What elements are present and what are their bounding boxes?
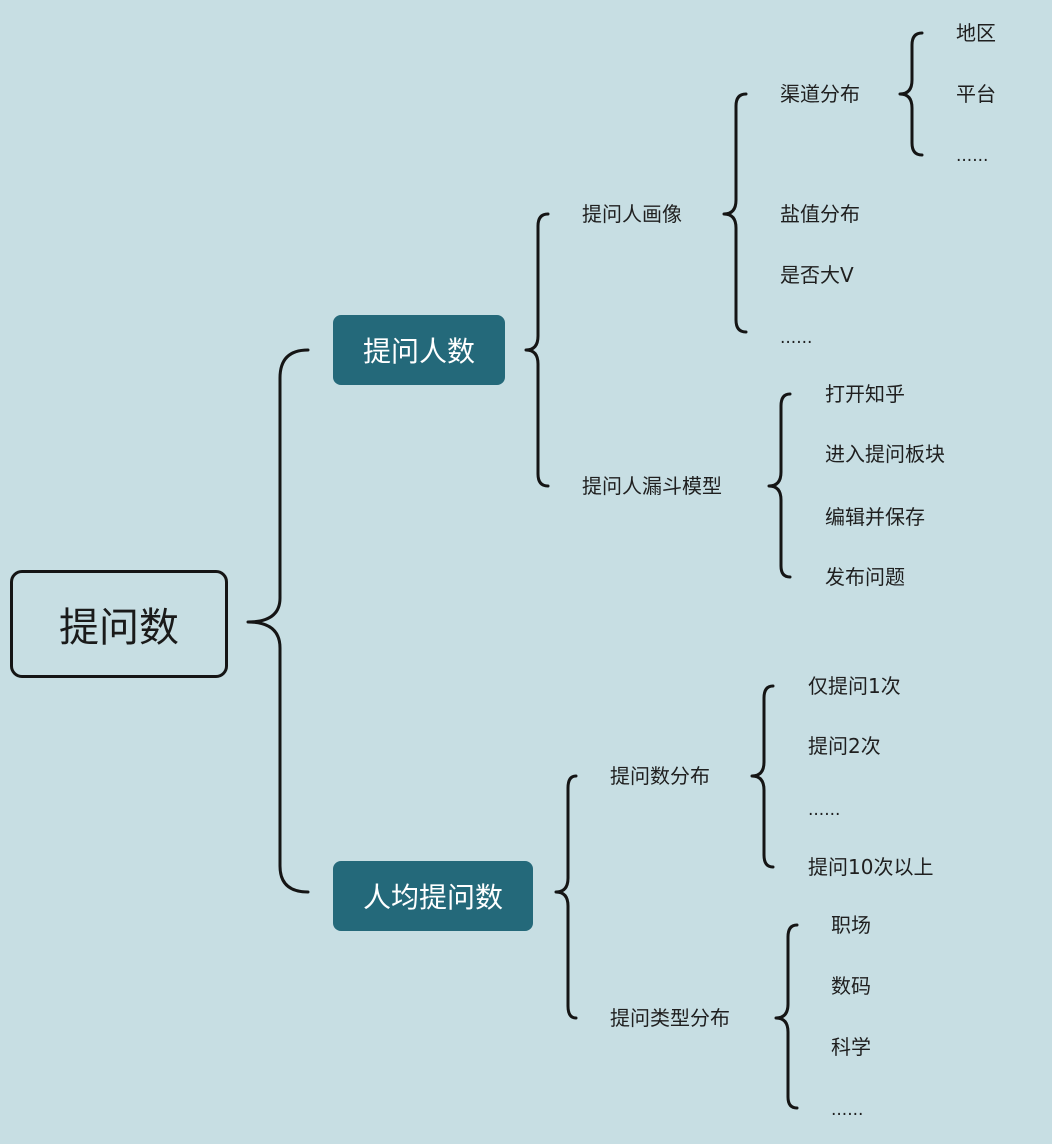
bracket-renjuntiwenshu bbox=[554, 774, 578, 1020]
node-yanzhifenbu: 盐值分布 bbox=[780, 202, 860, 226]
branch-node-renjuntiwenshu: 人均提问数 bbox=[333, 861, 533, 931]
bracket-tiwenrenshu bbox=[524, 212, 550, 488]
node-leixing-more: ...... bbox=[831, 1100, 864, 1120]
node-diqu: 地区 bbox=[956, 21, 996, 45]
node-tiwenleixingfenbu: 提问类型分布 bbox=[610, 1006, 730, 1030]
node-jintiwen1ci: 仅提问1次 bbox=[808, 674, 901, 698]
node-qudaofenbu: 渠道分布 bbox=[780, 82, 860, 106]
node-kexue: 科学 bbox=[831, 1035, 871, 1059]
node-tiwen-more: ...... bbox=[808, 800, 841, 820]
node-huaxiang-more: ...... bbox=[780, 328, 813, 348]
node-tiwenshufenbu: 提问数分布 bbox=[610, 764, 710, 788]
node-fabuwenti: 发布问题 bbox=[825, 565, 905, 589]
branch-node-tiwenrenshu: 提问人数 bbox=[333, 315, 505, 385]
root-bracket bbox=[246, 348, 310, 894]
bracket-tiwenrenhuaxiang bbox=[722, 92, 748, 334]
bracket-tiwenleixingfenbu bbox=[774, 923, 799, 1110]
node-qudao-more: ...... bbox=[956, 146, 989, 166]
node-shifoudav: 是否大V bbox=[780, 263, 854, 287]
bracket-tiwenshufenbu bbox=[750, 684, 775, 869]
node-tiwen10ciyishang: 提问10次以上 bbox=[808, 855, 934, 879]
node-pingtai: 平台 bbox=[956, 82, 996, 106]
node-zhichang: 职场 bbox=[831, 913, 871, 937]
bracket-loudoumoxing bbox=[767, 392, 792, 579]
node-dakaizhihu: 打开知乎 bbox=[825, 382, 905, 406]
node-jinrutiwenbankuai: 进入提问板块 bbox=[825, 442, 945, 466]
node-shuma: 数码 bbox=[831, 974, 871, 998]
node-tiwen2ci: 提问2次 bbox=[808, 734, 881, 758]
node-tiwenrenhuaxiang: 提问人画像 bbox=[582, 202, 682, 226]
bracket-qudaofenbu bbox=[898, 31, 924, 157]
node-bianjibingbaocun: 编辑并保存 bbox=[825, 505, 925, 529]
root-node: 提问数 bbox=[10, 570, 228, 678]
node-tiwenren-loudou-moxing: 提问人漏斗模型 bbox=[582, 474, 722, 498]
